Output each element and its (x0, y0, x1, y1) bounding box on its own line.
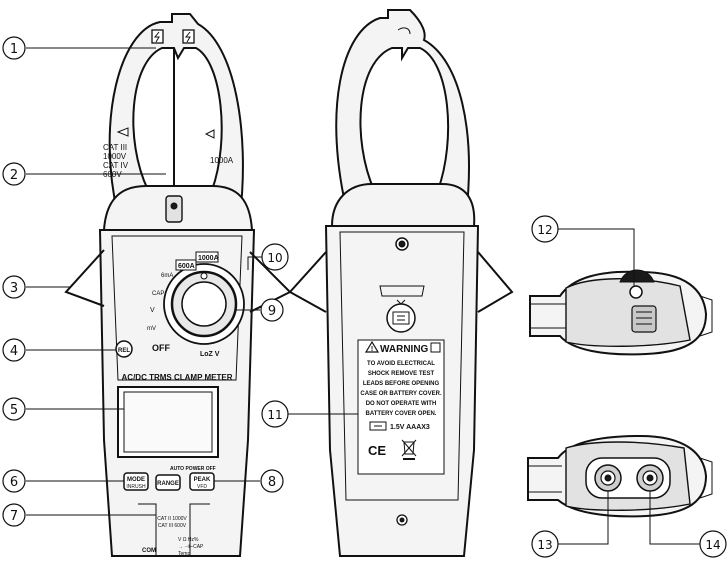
callout-14: 14 (705, 538, 720, 552)
callout-2: 2 (10, 168, 18, 183)
warning-line-6: BATTERY COVER OPEN. (366, 411, 437, 417)
dial-label-ma: 6mA (161, 273, 173, 279)
top-view (529, 269, 713, 356)
warning-line-4: CASE OR BATTERY COVER. (360, 391, 442, 397)
dial-label-600a: 600A (178, 263, 195, 270)
jaw-label-cat4: CAT IV (103, 161, 129, 170)
peak-button[interactable]: PEAK (194, 477, 211, 483)
terminal-rating-2: CAT III 600V (158, 523, 187, 529)
com-terminal: COM (142, 548, 156, 554)
front-view: CAT III 1000V CAT IV 600V 1000A 600A 100… (64, 13, 292, 557)
callout-1: 1 (10, 42, 18, 57)
warning-line-1: TO AVOID ELECTRICAL (367, 361, 435, 367)
range-button[interactable]: RANGE (157, 481, 179, 487)
callout-3: 3 (10, 281, 18, 296)
callout-4: 4 (10, 344, 18, 359)
callout-7: 7 (10, 509, 18, 524)
terminal-cap: → ⊣⊢CAP (178, 543, 204, 550)
jaw-rating: 1000A (210, 156, 234, 165)
callout-13: 13 (537, 538, 552, 552)
callout-10: 10 (267, 251, 282, 265)
mode-button[interactable]: MODE (127, 477, 145, 483)
warning-line-3: LEADS BEFORE OPENING (363, 381, 440, 387)
callout-5: 5 (10, 403, 18, 418)
jaw-label-1000v: 1000V (103, 152, 127, 161)
dial-label-v: V (150, 307, 155, 314)
back-view: ! WARNING TO AVOID ELECTRICAL SHOCK REMO… (288, 9, 514, 557)
callouts: 1 2 3 4 5 6 7 8 9 10 11 12 13 14 (2, 36, 727, 558)
dial-label-off: OFF (152, 343, 170, 353)
svg-text:!: ! (371, 346, 373, 353)
auto-power-off: AUTO POWER OFF (170, 466, 216, 472)
jaw-label-cat3: CAT III (103, 143, 127, 152)
callout-6: 6 (10, 475, 18, 490)
callout-11: 11 (267, 408, 282, 422)
meter-title: AC/DC TRMS CLAMP METER (122, 373, 233, 382)
dial-label-lozv: LoZ V (200, 351, 220, 358)
callout-9: 9 (268, 304, 276, 319)
rel-button[interactable]: REL (118, 348, 130, 354)
weee-bin-icon (401, 439, 417, 460)
callout-8: 8 (268, 475, 276, 490)
dial-label-1000a: 1000A (198, 255, 219, 262)
warning-line-2: SHOCK REMOVE TEST (368, 371, 435, 377)
dial-label-mv: mV (147, 326, 156, 332)
vfd-label: VFD (197, 484, 207, 490)
callout-12: 12 (537, 223, 552, 237)
terminal-rating-1: CAT II 1000V (157, 516, 187, 522)
warning-title: WARNING (380, 344, 429, 355)
ce-mark: CE (368, 443, 386, 458)
battery-spec: 1.5V AAAX3 (390, 424, 430, 431)
terminal-v: V Ω Hz% (178, 537, 199, 543)
terminal-temp: Temp (178, 551, 190, 557)
inrush-label: INRUSH (126, 484, 146, 490)
warning-line-5: DO NOT OPERATE WITH (366, 401, 437, 407)
bottom-view (527, 434, 713, 518)
dial-label-cap: CAP (152, 291, 164, 297)
